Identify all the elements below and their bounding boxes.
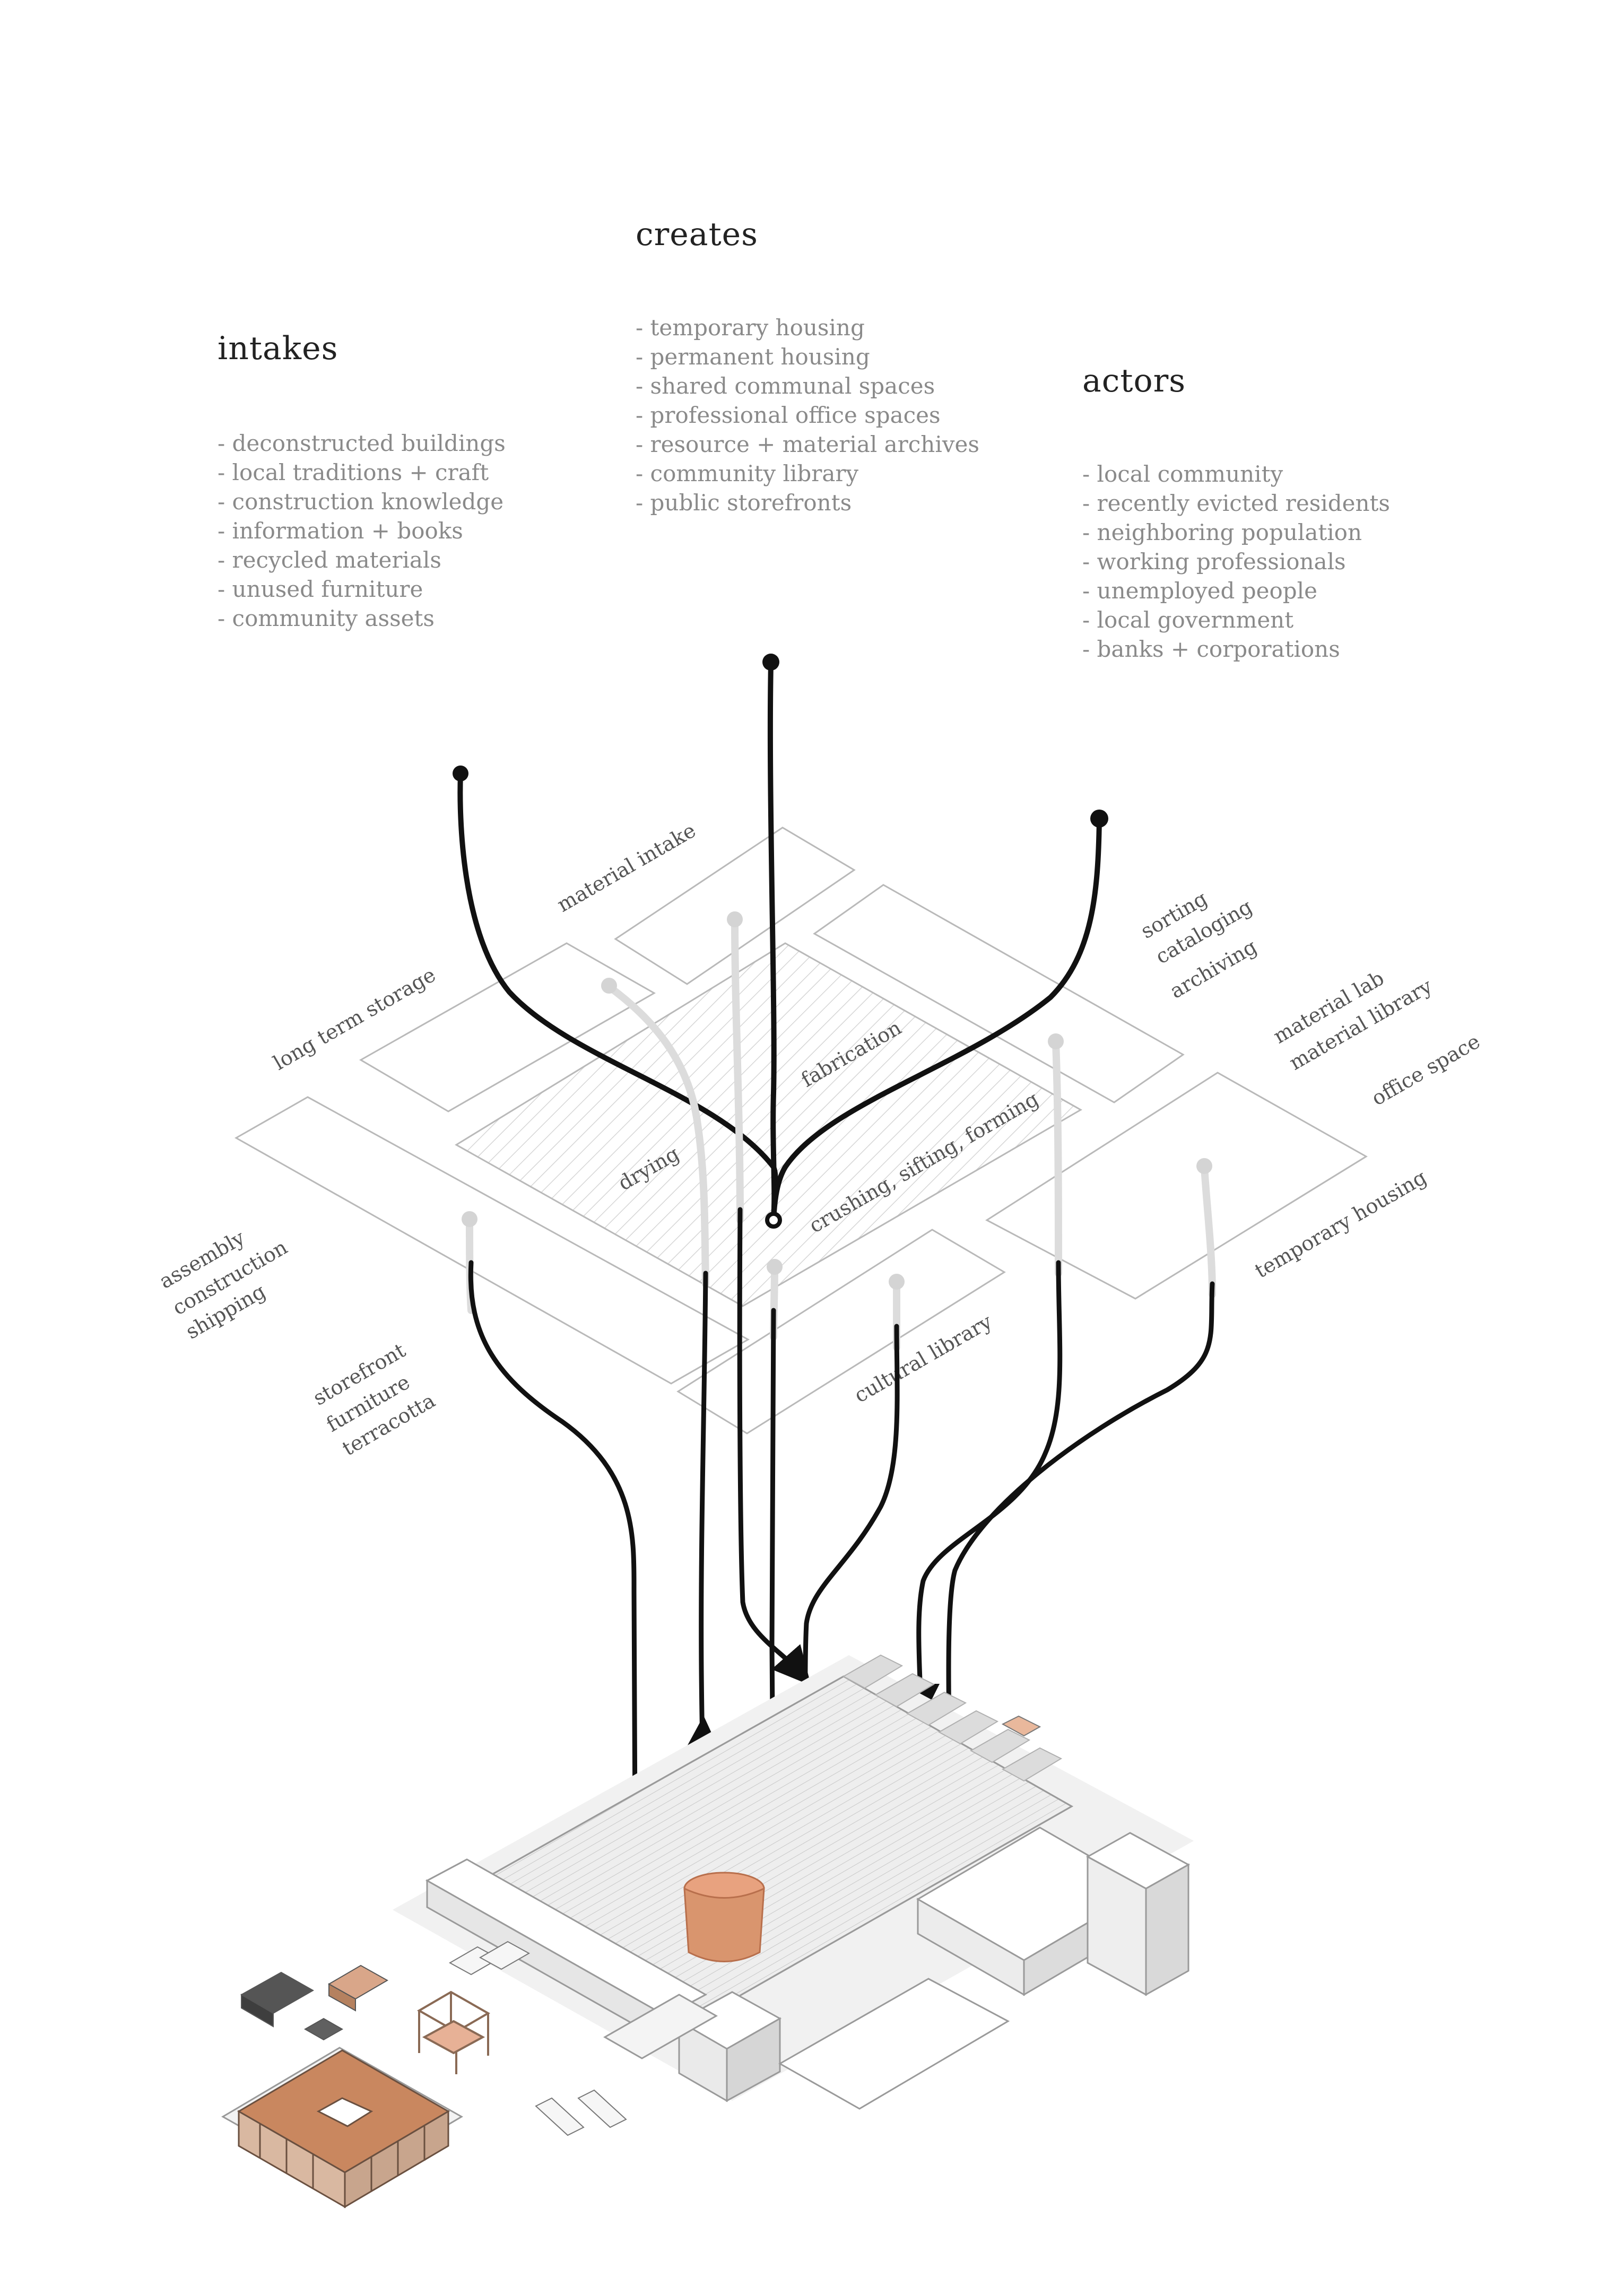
intakes-item: - local traditions + craft xyxy=(218,459,489,485)
creates-item: - shared communal spaces xyxy=(636,373,935,399)
zone-office-housing xyxy=(985,1072,1368,1300)
converging-flow-lines xyxy=(457,660,1102,1223)
creates-item: - community library xyxy=(636,460,859,486)
actors-item: - recently evicted residents xyxy=(1082,490,1390,516)
intakes-item: - community assets xyxy=(218,605,435,631)
intakes-item: - unused furniture xyxy=(218,576,423,602)
intakes-item: - construction knowledge xyxy=(218,489,504,515)
zone-long-term-storage xyxy=(359,942,656,1112)
intakes-item: - recycled materials xyxy=(218,547,441,573)
zone-assembly xyxy=(234,1096,750,1385)
material-pallets xyxy=(240,1964,389,2041)
center-node xyxy=(765,1212,782,1229)
creates-root-dot xyxy=(762,654,779,671)
intake-root-dot xyxy=(453,766,468,781)
intakes-list: - deconstructed buildings - local tradit… xyxy=(218,429,506,633)
creates-item: - resource + material archives xyxy=(636,431,979,457)
creates-item: - public storefronts xyxy=(636,490,852,516)
actors-list: - local community - recently evicted res… xyxy=(1082,459,1390,664)
creates-list: - temporary housing - permanent housing … xyxy=(636,313,979,517)
zone-material-intake xyxy=(614,827,856,985)
zone-cultural-library xyxy=(676,1229,1006,1434)
timber-frames xyxy=(417,1990,490,2074)
actors-item: - local community xyxy=(1082,461,1283,487)
factory-building xyxy=(393,1654,1194,2110)
flow-intake xyxy=(737,1207,811,1686)
trucks xyxy=(448,1715,1041,2136)
zone-fabrication-drying xyxy=(455,942,1083,1307)
creates-item: - permanent housing xyxy=(636,344,870,370)
actors-heading: actors xyxy=(1082,362,1186,399)
car-icon xyxy=(1001,1715,1041,1737)
kiln-body xyxy=(683,1887,765,1962)
actors-root-line xyxy=(771,817,1102,1223)
creates-heading: creates xyxy=(636,216,758,253)
pallet-icon xyxy=(303,2017,344,2041)
actors-item: - banks + corporations xyxy=(1082,636,1340,662)
intakes-item: - information + books xyxy=(218,518,463,544)
actors-root-dot xyxy=(1090,810,1108,828)
root-dots xyxy=(453,654,1108,1229)
actors-item: - local government xyxy=(1082,607,1294,633)
zone-dots xyxy=(462,911,1212,1290)
actors-item: - unemployed people xyxy=(1082,578,1317,604)
creates-item: - professional office spaces xyxy=(636,402,941,428)
creates-item: - temporary housing xyxy=(636,315,865,341)
intakes-heading: intakes xyxy=(218,330,338,367)
truck-icon xyxy=(479,1941,531,1970)
truck-icon xyxy=(535,2097,585,2136)
timber-pavilion xyxy=(221,2047,463,2208)
floor-plan xyxy=(234,827,1368,1434)
actors-item: - working professionals xyxy=(1082,549,1346,575)
actors-item: - neighboring population xyxy=(1082,519,1362,545)
creates-root-line xyxy=(767,660,777,1223)
truck-icon xyxy=(577,2089,627,2128)
intakes-item: - deconstructed buildings xyxy=(218,430,506,456)
label-office-space: office space xyxy=(1368,1030,1484,1110)
zone-sorting xyxy=(813,884,1185,1103)
flow-storage xyxy=(683,1271,722,1755)
